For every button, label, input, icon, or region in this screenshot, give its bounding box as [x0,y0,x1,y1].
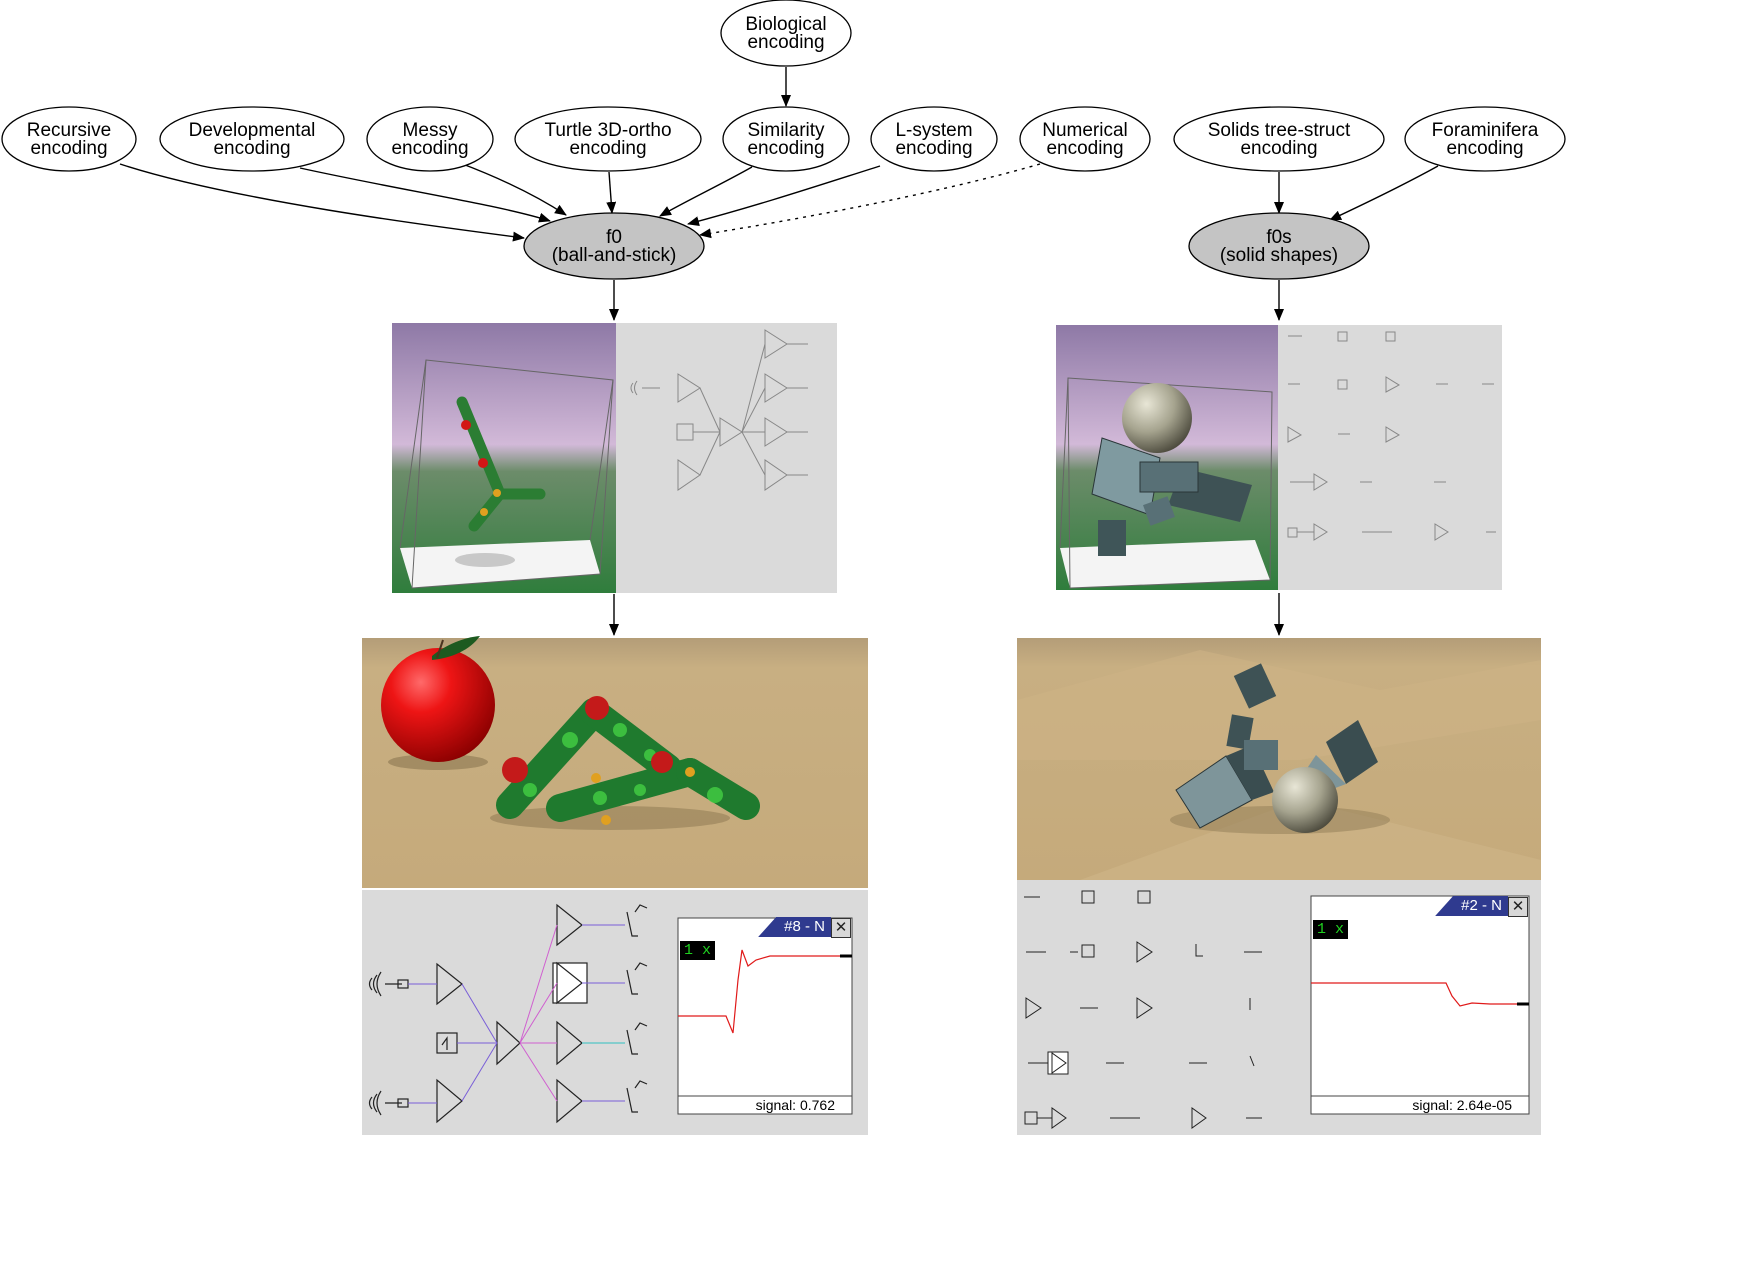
left-neural-network-panel [616,323,837,593]
node-recursive-encoding: Recursive encoding [1,106,137,172]
right-oscilloscope-window: #2 - N ✕ 1 x signal: 2.64e-05 [1311,896,1530,1115]
node-label: encoding [30,138,107,159]
left-oscilloscope-signal: signal: 0.762 [755,1097,835,1113]
node-messy-encoding: Messy encoding [366,106,494,172]
edge-similarity-to-f0 [659,166,753,217]
node-solids-encoding: Solids tree-struct encoding [1173,106,1385,172]
left-oscilloscope-gain: 1 x [680,941,716,960]
node-label: L-system [895,120,972,141]
left-oscilloscope-window: #8 - N ✕ 1 x signal: 0.762 [678,917,853,1115]
node-lsystem-encoding: L-system encoding [870,106,998,172]
node-label: encoding [747,138,824,159]
edge-turtle-to-f0 [606,171,617,214]
node-numerical-encoding: Numerical encoding [1019,106,1151,172]
node-f0s: f0s (solid shapes) [1188,212,1370,280]
node-label: (solid shapes) [1220,245,1338,266]
node-label: Recursive [27,120,111,141]
node-label: Similarity [747,120,825,141]
left-signal-trace [678,949,840,1034]
node-developmental-encoding: Developmental encoding [159,106,345,172]
right-oscilloscope-title: #2 - N [1435,896,1508,916]
right-creature-3d-view [1056,325,1278,590]
right-creature-sphere [1272,767,1338,833]
node-label: Messy [403,120,458,141]
node-similarity-encoding: Similarity encoding [722,106,850,172]
node-label: encoding [895,138,972,159]
edge-numerical-to-f0 [699,163,1041,239]
node-label: Developmental [189,120,316,141]
node-label: (ball-and-stick) [552,245,677,266]
node-label: encoding [213,138,290,159]
left-oscilloscope-title: #8 - N [758,917,831,937]
close-icon[interactable]: ✕ [1508,897,1528,917]
node-label: encoding [1240,138,1317,159]
node-label: f0s [1266,227,1291,248]
right-signal-trace [1311,982,1517,1007]
left-simulation-view [362,636,868,888]
edge-messy-to-f0 [459,162,567,216]
node-label: Turtle 3D-ortho [544,120,671,141]
edge-lsystem-to-f0 [687,165,881,227]
right-simulation-view [1017,638,1541,880]
edge-recursive-to-f0 [119,163,525,242]
node-label: f0 [606,227,622,248]
left-creature-3d-view [392,323,616,593]
close-icon[interactable]: ✕ [831,918,851,938]
node-foraminifera-encoding: Foraminifera encoding [1404,106,1566,172]
right-oscilloscope-gain: 1 x [1313,920,1349,939]
edge-developmental-to-f0 [299,167,551,223]
node-f0: f0 (ball-and-stick) [523,212,705,280]
node-label: encoding [1446,138,1523,159]
node-label: Foraminifera [1432,120,1539,141]
edges [119,67,1439,636]
node-label: encoding [1046,138,1123,159]
node-label: Numerical [1042,120,1128,141]
right-oscilloscope-signal: signal: 2.64e-05 [1412,1097,1512,1113]
right-neural-network-panel [1278,325,1502,590]
edge-foraminifera-to-f0s [1329,165,1439,221]
node-label: encoding [569,138,646,159]
node-label: encoding [391,138,468,159]
node-turtle-encoding: Turtle 3D-ortho encoding [514,106,702,172]
node-label: Biological [745,14,826,35]
node-label: encoding [747,32,824,53]
node-label: Solids tree-struct [1208,120,1351,141]
apple [381,648,495,762]
node-biological-encoding: Biological encoding [720,0,852,67]
